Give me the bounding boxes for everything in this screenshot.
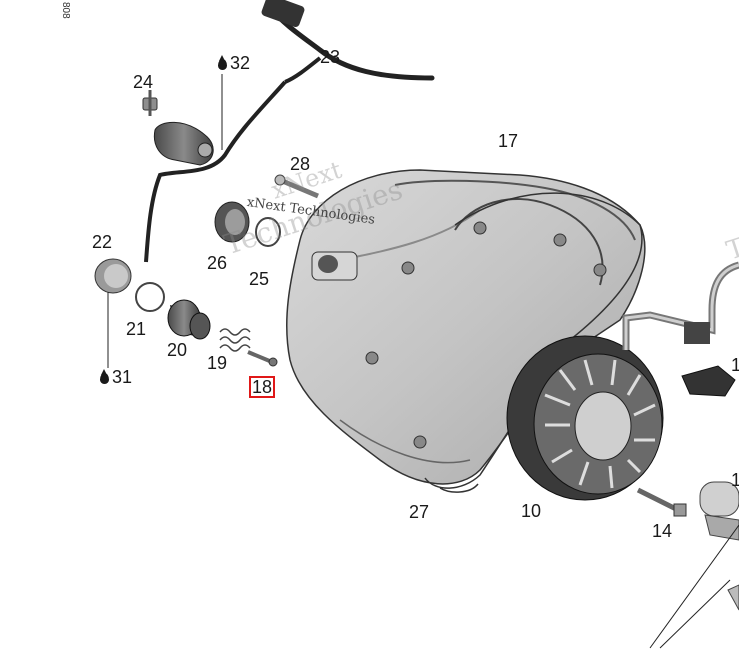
callout-26: 26 bbox=[207, 253, 228, 273]
bolt-28 bbox=[274, 174, 319, 199]
sleeve-20 bbox=[167, 299, 211, 340]
callout-24: 24 bbox=[133, 72, 154, 92]
callout-27: 27 bbox=[409, 502, 430, 522]
callout-21: 21 bbox=[126, 319, 147, 339]
wire-harness-23 bbox=[144, 0, 435, 263]
seal-26 bbox=[214, 201, 250, 243]
gasket-27 bbox=[424, 192, 643, 489]
spring-19 bbox=[219, 328, 251, 352]
callout-19: 19 bbox=[207, 353, 228, 373]
callout-31: 31 bbox=[100, 368, 132, 386]
sensor-24 bbox=[142, 90, 214, 166]
callout-25: 25 bbox=[249, 269, 270, 289]
oil-drop-icon bbox=[218, 55, 227, 70]
callout-18-highlighted[interactable]: 18 bbox=[248, 376, 276, 398]
callout-32: 32 bbox=[218, 54, 250, 72]
page-side-code: 808 bbox=[60, 2, 71, 19]
callout-1-upper: 1 bbox=[731, 355, 739, 375]
plug-22 bbox=[94, 258, 132, 294]
callout-1-lower: 1 bbox=[731, 470, 739, 490]
bolt-14 bbox=[636, 487, 687, 517]
o-ring-21 bbox=[135, 282, 165, 312]
callout-28: 28 bbox=[290, 154, 311, 174]
callout-17: 17 bbox=[498, 131, 519, 151]
oil-drop-icon bbox=[100, 369, 109, 384]
bolt-assembly-right bbox=[649, 481, 739, 649]
callout-14: 14 bbox=[652, 521, 673, 541]
engine-cover-17 bbox=[286, 169, 646, 485]
callout-20: 20 bbox=[167, 340, 188, 360]
stator-10 bbox=[506, 335, 664, 501]
callout-10: 10 bbox=[521, 501, 542, 521]
callout-23: 23 bbox=[320, 47, 341, 67]
callout-22: 22 bbox=[92, 232, 113, 252]
tube-assembly bbox=[622, 261, 739, 397]
o-ring-25 bbox=[255, 217, 281, 247]
pin-18 bbox=[247, 350, 273, 364]
